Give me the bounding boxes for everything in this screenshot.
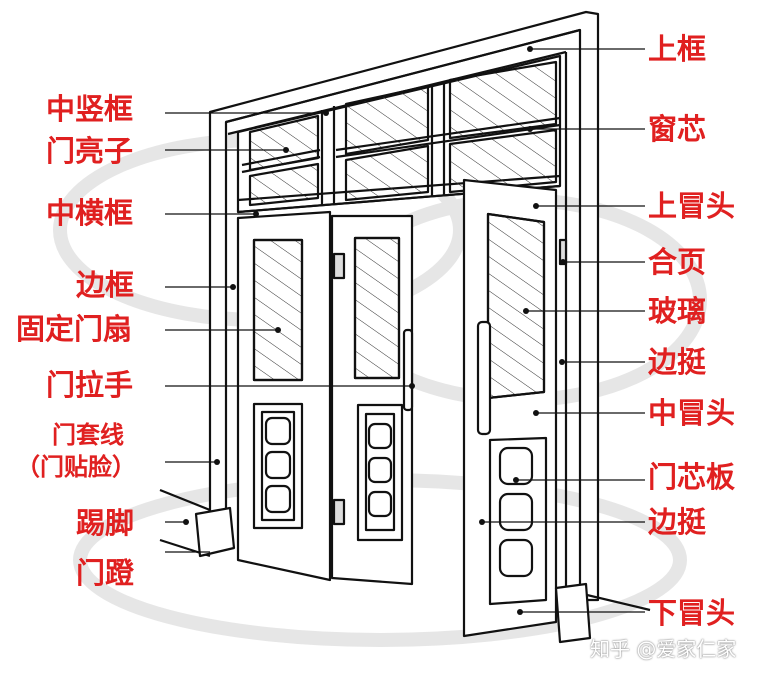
middle-leaf [330, 214, 414, 586]
fixed-leaf [236, 210, 332, 582]
label-door-handle: 门拉手 [46, 368, 134, 402]
label-muntin: 窗芯 [648, 112, 707, 146]
label-glass: 玻璃 [648, 294, 707, 328]
label-transom-light: 门亮子 [46, 134, 134, 168]
label-top-rail: 上冒头 [648, 189, 736, 223]
floor-details [159, 488, 651, 644]
leader-lines [165, 48, 645, 613]
label-stile-2: 边挺 [648, 505, 707, 539]
label-architrave: 门套线 [52, 421, 124, 449]
label-architrave-alt: （门贴脸） [16, 453, 136, 481]
label-mid-rail: 中冒头 [648, 396, 736, 430]
label-door-panel: 门芯板 [648, 460, 736, 494]
leader-dots [183, 46, 566, 615]
label-stile-1: 边挺 [648, 345, 707, 379]
label-fixed-leaf: 固定门扇 [16, 312, 133, 346]
label-door-stop: 门蹬 [76, 556, 135, 590]
label-head-frame: 上框 [648, 32, 707, 66]
label-bottom-rail: 下冒头 [648, 596, 736, 630]
label-transom-bar: 中横框 [46, 196, 134, 230]
label-hinge: 合页 [648, 245, 707, 279]
label-side-frame: 边框 [76, 268, 135, 302]
watermark: 知乎 @爱家仁家 [590, 637, 737, 661]
label-mullion: 中竖框 [46, 92, 134, 126]
right-leaf [462, 178, 568, 638]
label-skirting: 踢脚 [76, 506, 135, 540]
